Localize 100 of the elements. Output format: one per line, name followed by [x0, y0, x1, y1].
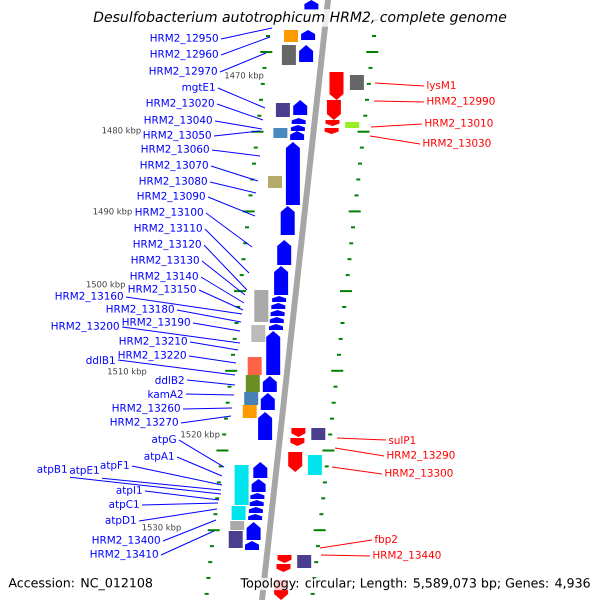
gene-label: atpD1 [106, 516, 136, 526]
leader-line [210, 166, 258, 182]
gene-label: HRM2_13010 [425, 118, 493, 130]
leader-line [320, 540, 372, 548]
gene-label: HRM2_13090 [138, 192, 205, 202]
gene-label: HRM2_13110 [134, 224, 202, 234]
gene-label: HRM2_13260 [112, 404, 180, 414]
gene-label: atpI1 [116, 486, 142, 496]
leader-line [122, 326, 240, 344]
leader-line [102, 478, 222, 490]
leader-line [336, 438, 386, 440]
leader-line [180, 416, 232, 424]
gene-label: HRM2_13140 [130, 272, 198, 282]
gene-label: HRM2_13200 [52, 322, 119, 332]
gene-label: atpE1 [70, 466, 99, 476]
gene-label: HRM2_13180 [106, 304, 174, 316]
accession-label: Accession: NC_012108 [8, 578, 153, 590]
leader-line [162, 520, 216, 542]
leader-line [138, 508, 218, 522]
leader-line [186, 380, 236, 386]
gene-label: HRM2_12970 [150, 66, 217, 78]
leader-line [214, 130, 260, 136]
gene-label: HRM2_13300 [385, 468, 453, 480]
gene-label: HRM2_13220 [118, 350, 186, 362]
leader-line [160, 530, 214, 556]
leader-line [214, 120, 262, 130]
leader-line [118, 360, 236, 376]
gene-label: HRM2_13040 [144, 116, 212, 126]
scale-label: 1530 kbp [142, 524, 181, 532]
gene-label: ddlB2 [155, 376, 184, 384]
leader-line [202, 260, 246, 296]
gene-label: kamA2 [148, 390, 183, 398]
leader-line [176, 310, 242, 322]
gene-label: HRM2_13160 [56, 292, 123, 302]
gene-label: atpF1 [100, 461, 129, 471]
leader-line [210, 182, 256, 194]
leader-line [332, 466, 382, 474]
gene-label: HRM2_13150 [128, 284, 196, 296]
leader-line [132, 466, 222, 486]
gene-label: ddlB1 [86, 356, 115, 364]
gene-label: HRM2_12960 [150, 50, 218, 60]
gene-label: HRM2_13190 [122, 318, 190, 328]
gene-label: HRM2_13130 [132, 256, 199, 266]
gene-label: HRM2_13270 [110, 418, 178, 428]
leader-line [142, 502, 218, 506]
gene-label: atpA1 [144, 452, 174, 462]
gene-label: HRM2_13100 [136, 208, 203, 218]
gene-label: HRM2_13400 [92, 536, 160, 546]
leader-line [370, 136, 420, 144]
leader-line [70, 476, 222, 494]
gene-label: mgtE1 [182, 83, 215, 93]
leader-line [190, 342, 238, 350]
leader-line [188, 356, 236, 364]
genome-info-label: Topology: circular; Length: 5,589,073 bp; Genes: 4,936 [240, 578, 591, 590]
leader-line [334, 448, 384, 456]
leader-line [204, 228, 250, 274]
gene-label: HRM2_12990 [427, 96, 495, 108]
scale-label: 1500 kbp [86, 280, 126, 290]
gene-label: atpC1 [109, 500, 139, 510]
leader-line [220, 52, 266, 72]
leader-line [192, 322, 240, 332]
leader-line [186, 394, 234, 396]
gene-label: HRM2_13050 [144, 130, 211, 142]
leader-line [212, 150, 260, 156]
leader-line [220, 28, 272, 40]
gene-label: HRM2_13080 [140, 176, 207, 188]
leader-line [178, 440, 224, 468]
scale-label: 1490 kbp [94, 208, 132, 216]
leader-line [126, 296, 242, 314]
leader-line [370, 124, 422, 128]
gene-label: HRM2_13070 [140, 160, 208, 172]
leader-line [374, 82, 424, 86]
leader-line [204, 244, 248, 290]
leader-line [374, 100, 424, 102]
leader-line [216, 104, 264, 120]
scale-label: 1510 kbp [108, 368, 146, 376]
gene-label: HRM2_13290 [387, 450, 455, 462]
gene-label: atpG [152, 435, 176, 445]
gene-label: HRM2_13030 [423, 138, 491, 150]
title: Desulfobacterium autotrophicum HRM2, complete genome [91, 9, 509, 27]
gene-label: HRM2_13210 [120, 336, 187, 348]
gene-label: HRM2_13060 [142, 144, 209, 156]
gene-label: HRM2_13410 [90, 550, 158, 560]
leader-line [176, 456, 222, 476]
leader-line [218, 88, 266, 108]
gene-label: sulP1 [388, 436, 416, 444]
leader-line [206, 212, 252, 248]
leader-line [208, 196, 256, 216]
gene-label: HRM2_12950 [150, 34, 218, 44]
gene-label: HRM2_13440 [373, 550, 441, 562]
leader-line [182, 408, 232, 410]
gene-label: fbp2 [374, 534, 397, 546]
leader-line [200, 276, 244, 304]
scale-label: 1520 kbp [181, 430, 220, 440]
scale-label: 1470 kbp [225, 72, 264, 80]
scale-label: 1480 kbp [102, 126, 141, 136]
leader-line [220, 36, 270, 56]
leader-line [320, 554, 370, 556]
gene-label: HRM2_13120 [134, 240, 201, 250]
leader-line [198, 290, 244, 310]
